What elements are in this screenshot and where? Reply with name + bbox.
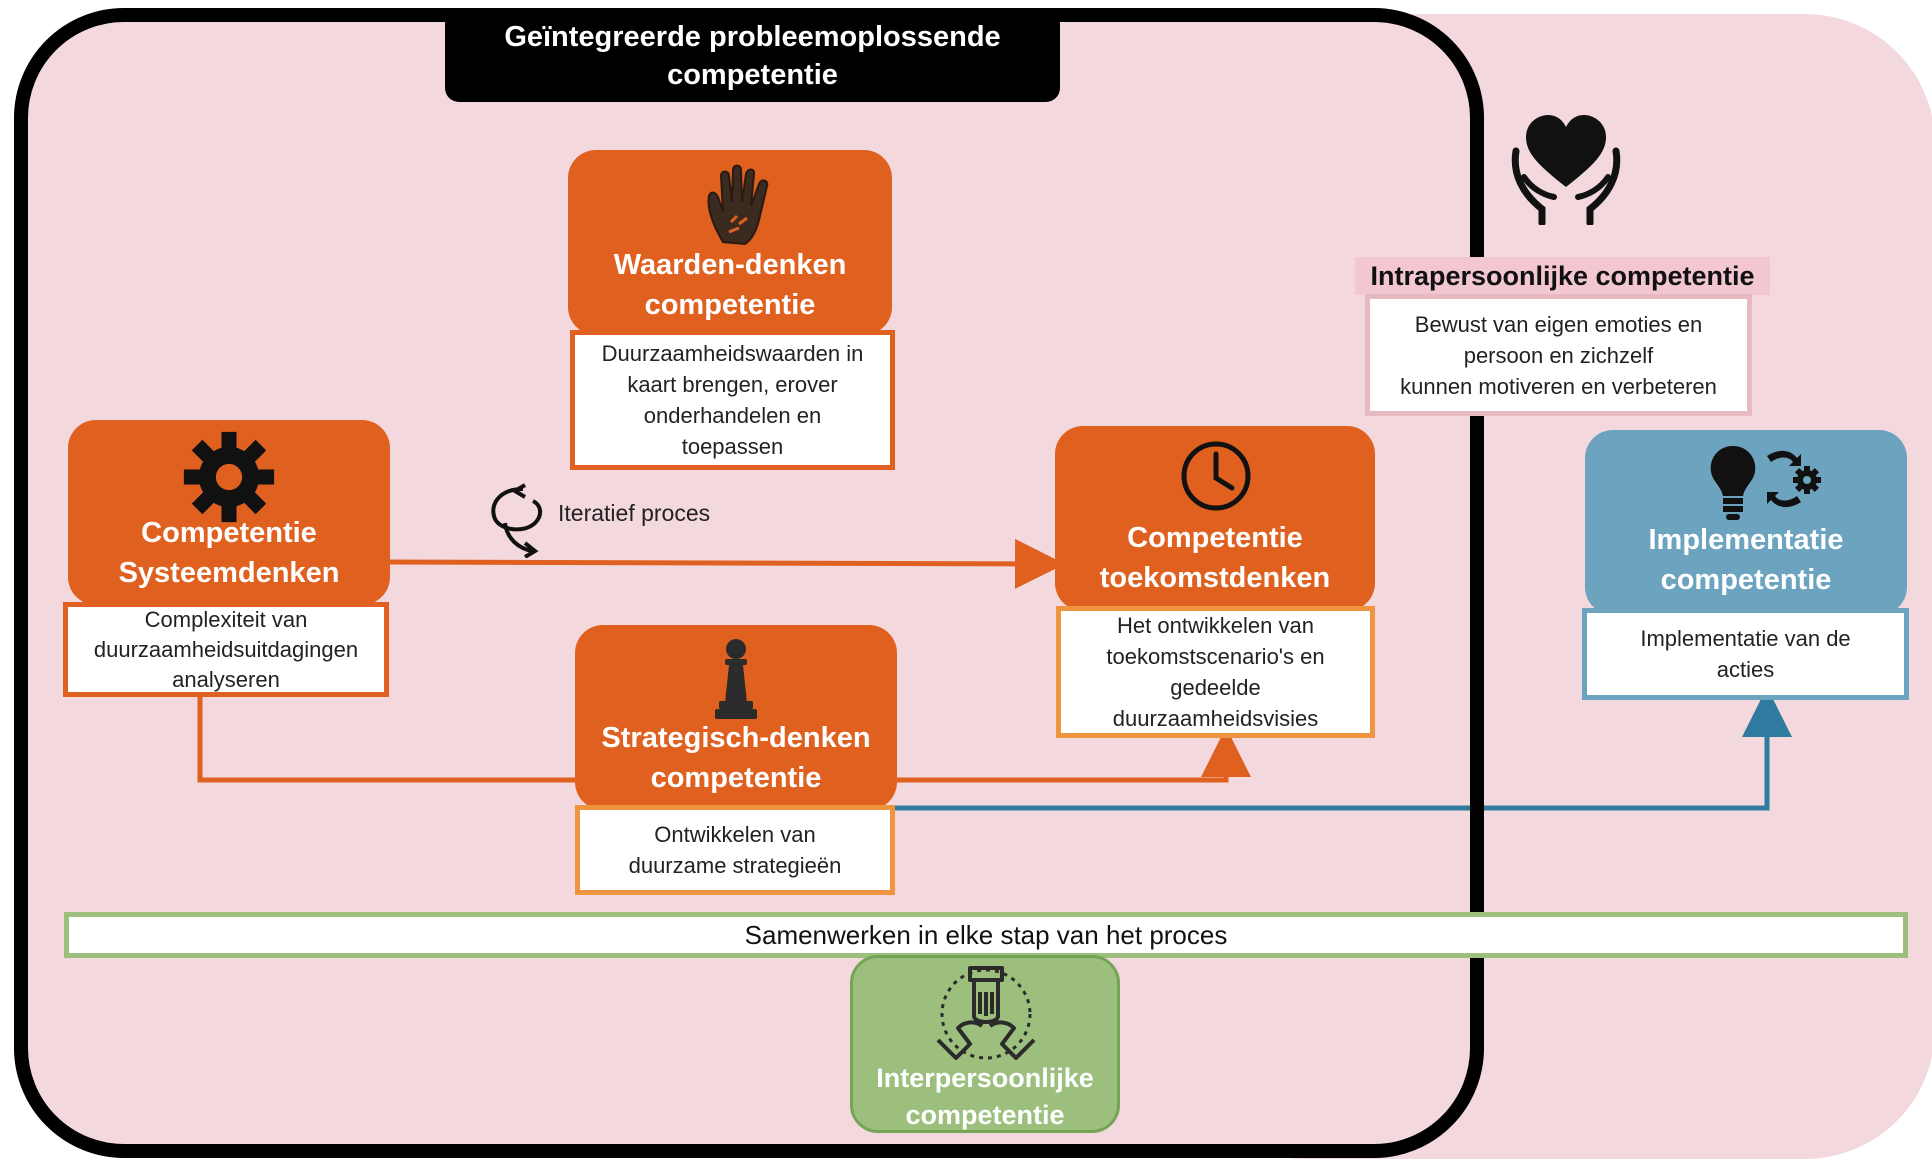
strategic-thinking-box: Strategisch-denken competentie [575,625,897,810]
implementation-description: Implementatie van de acties [1582,608,1909,700]
future-thinking-box: Competentie toekomstdenken [1055,426,1375,611]
interpersonal-box: Interpersoonlijke competentie [850,955,1120,1133]
hand-icon [701,162,781,247]
chess-pawn-icon [711,637,761,722]
interpersonal-name: Interpersoonlijke competentie [876,1063,1094,1130]
systems-thinking-name: Competentie Systeemdenken [118,517,340,589]
values-thinking-description: Duurzaamheidswaarden in kaart brengen, e… [570,330,895,470]
intrapersonal-description: Bewust van eigen emoties en persoon en z… [1365,294,1752,416]
future-thinking-description: Het ontwikkelen van toekomstscenario's e… [1056,606,1375,738]
systems-thinking-box: Competentie Systeemdenken [68,420,390,605]
diagram-title: Geïntegreerde probleemoplossende compete… [445,10,1060,102]
strategic-thinking-description: Ontwikkelen van duurzame strategieën [575,805,895,895]
strategic-thinking-name: Strategisch-denken competentie [601,722,871,794]
gear-icon [182,430,276,524]
heart-hands-icon [1508,105,1624,225]
implementation-box: Implementatie competentie [1585,430,1907,615]
clock-icon [1180,440,1252,512]
future-thinking-name: Competentie toekomstdenken [1099,522,1331,594]
collaboration-bar: Samenwerken in elke stap van het proces [64,912,1908,958]
intrapersonal-name: Intrapersoonlijke competentie [1355,257,1770,295]
iterative-process-label: Iteratief proces [558,500,711,526]
cycle-arrow-icon [485,483,555,558]
lightbulb-gear-icon [1703,436,1823,528]
teamwork-hands-icon [930,964,1042,1064]
diagram-title-text: Geïntegreerde probleemoplossende compete… [504,21,1001,91]
values-thinking-box: Waarden-denken competentie [568,150,892,335]
values-thinking-name: Waarden-denken competentie [613,249,847,321]
systems-thinking-description: Complexiteit van duurzaamheidsuitdaginge… [63,602,389,697]
implementation-name: Implementatie competentie [1648,524,1844,596]
